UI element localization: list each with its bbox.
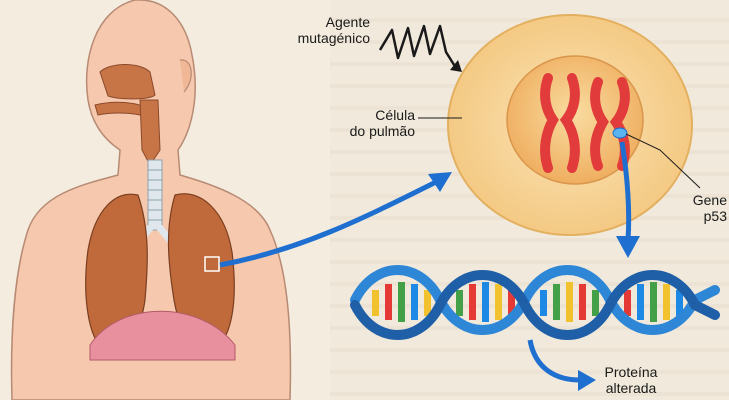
dna-to-protein-arrowhead	[578, 370, 596, 391]
label-proteina-alterada: Proteína alterada	[596, 364, 666, 396]
label-gene-p53: Gene p53	[682, 192, 727, 224]
dna-helix	[355, 270, 715, 335]
label-agente-mutagenico: Agente mutagénico	[278, 14, 370, 46]
label-line: Gene	[682, 192, 727, 208]
label-line: alterada	[596, 380, 666, 396]
label-line: Proteína	[596, 364, 666, 380]
dna-to-protein-arrow	[530, 340, 580, 380]
label-line: do pulmão	[335, 123, 415, 139]
gene-to-dna-arrowhead	[616, 236, 640, 258]
label-celula-do-pulmao: Célula do pulmão	[335, 107, 415, 139]
label-line: mutagénico	[278, 30, 370, 46]
gene-p53-marker	[613, 128, 627, 138]
label-line: Agente	[278, 14, 370, 30]
label-line: Célula	[335, 107, 415, 123]
mutagenic-agent-zigzag	[380, 26, 456, 68]
label-line: p53	[682, 208, 727, 224]
